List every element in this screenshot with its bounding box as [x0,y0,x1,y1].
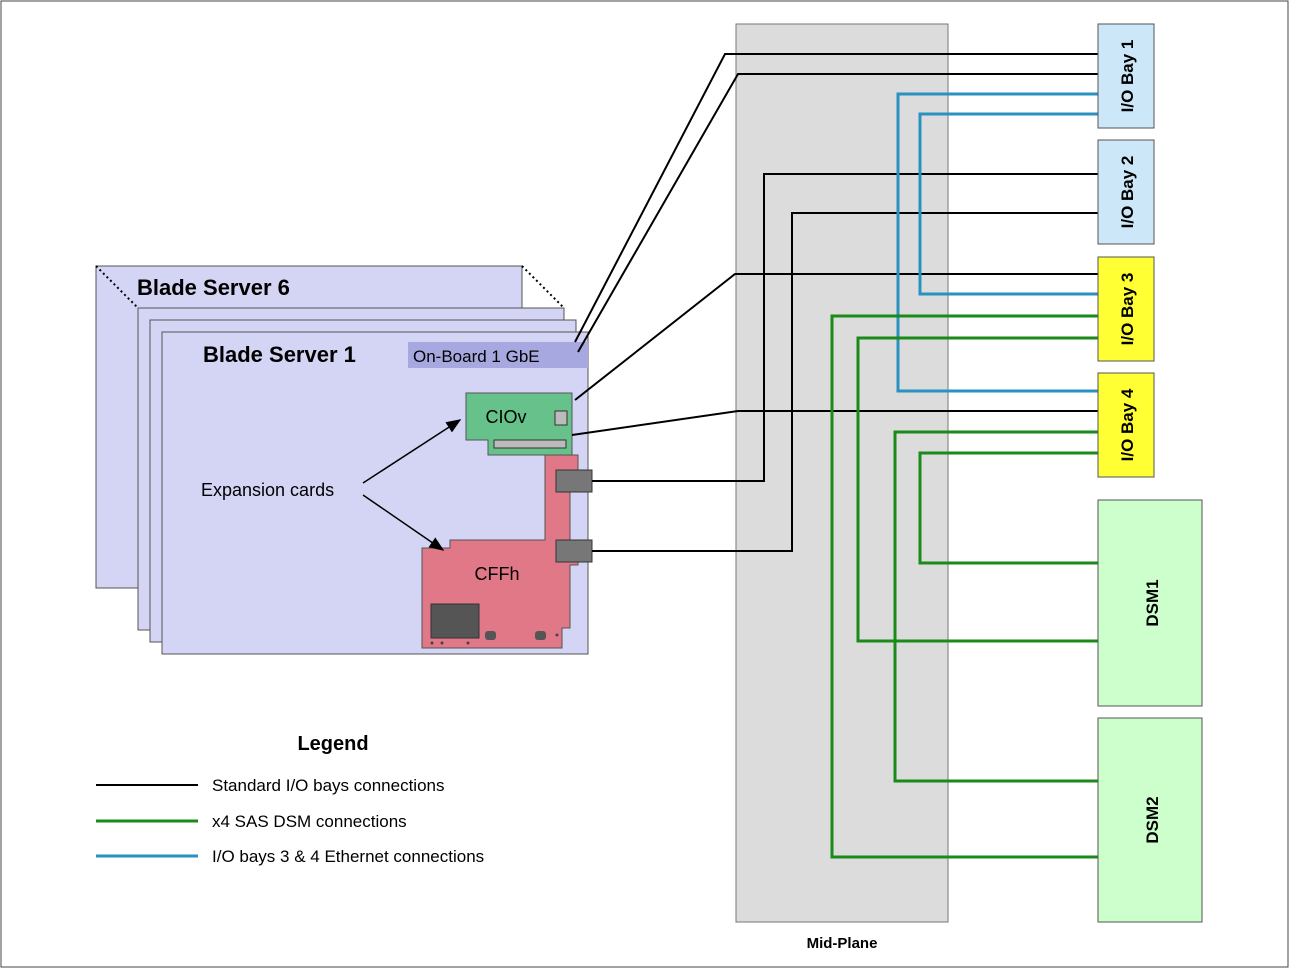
cffh-dot-a [430,641,434,645]
io-bay-1-box [1097,23,1155,129]
cffh-dot-b [440,641,444,645]
legend-label-sas: x4 SAS DSM connections [212,812,407,831]
eth-bay1-to-bay3 [918,112,1098,296]
ciov-to-bay3 [574,273,1098,401]
blade-server-1-title: Blade Server 1 [203,342,356,367]
ciov-to-bay4 [571,410,1098,436]
dsm-1-label: DSM1 [1143,579,1162,626]
onboard-gbe-box [408,342,588,368]
ciov-label: CIOv [485,407,526,427]
io-bay-3: I/O Bay 3 [1097,256,1155,362]
legend-label-ethernet: I/O bays 3 & 4 Ethernet connections [212,847,484,866]
sas-bay3-to-dsm2 [830,314,1098,859]
sas-bay4-to-dsm1 [918,451,1098,565]
cffh-connector-bottom [555,539,593,563]
cffh-connector-top [555,469,593,493]
ciov-card: CIOv [465,392,573,456]
blade-server-stack: Blade Server 6 Blade Server 1 On-Board 1… [95,265,589,655]
onboard-to-bay1-b [577,73,1098,353]
dsm-2-box [1097,717,1203,923]
io-bay-1-label: I/O Bay 1 [1118,40,1137,113]
ciov-connector-square [554,410,568,426]
midplane [735,23,949,923]
legend-title: Legend [297,733,368,755]
midplane-label: Mid-Plane [807,935,878,952]
onboard-gbe-label: On-Board 1 GbE [413,347,540,366]
io-bay-4-label: I/O Bay 4 [1118,388,1137,461]
sas-bay4-to-dsm2 [893,430,1098,783]
cffh-card: CFFh [421,454,593,649]
ciov-connector-bar [493,439,567,449]
arrow-to-cffh [362,494,445,551]
cffh-chip [430,603,480,639]
cffh-component-b [535,631,546,640]
dsm-1: DSM1 [1097,499,1203,707]
io-bay-2-label: I/O Bay 2 [1118,156,1137,229]
standard-connections [571,53,1098,552]
io-bay-2: I/O Bay 2 [1097,139,1155,245]
cffh-dot-d [555,633,559,637]
legend-label-standard: Standard I/O bays connections [212,776,444,795]
dsm-2-label: DSM2 [1143,796,1162,843]
io-bay-1: I/O Bay 1 [1097,23,1155,129]
arrow-to-ciov [362,419,462,484]
blade-server-6-title: Blade Server 6 [137,275,290,300]
sas-connections [830,314,1098,859]
io-bay-4-box [1097,372,1155,478]
ethernet-connections [896,92,1098,393]
cffh-component-a [485,631,496,640]
expansion-cards-label: Expansion cards [201,480,334,500]
io-bay-3-label: I/O Bay 3 [1118,273,1137,346]
cffh-dot-c [466,641,470,645]
cffh-to-bay2-b [592,212,1098,552]
io-bay-3-box [1097,256,1155,362]
dsm-2: DSM2 [1097,717,1203,923]
onboard-to-bay1-a [574,53,1098,343]
io-bay-2-box [1097,139,1155,245]
cffh-label: CFFh [475,564,520,584]
legend: Legend Standard I/O bays connections x4 … [96,733,484,866]
io-bay-4: I/O Bay 4 [1097,372,1155,478]
eth-bay1-to-bay4 [896,92,1098,393]
sas-bay3-to-dsm1 [856,336,1098,643]
cffh-to-bay2-a [592,173,1098,482]
dsm-1-box [1097,499,1203,707]
